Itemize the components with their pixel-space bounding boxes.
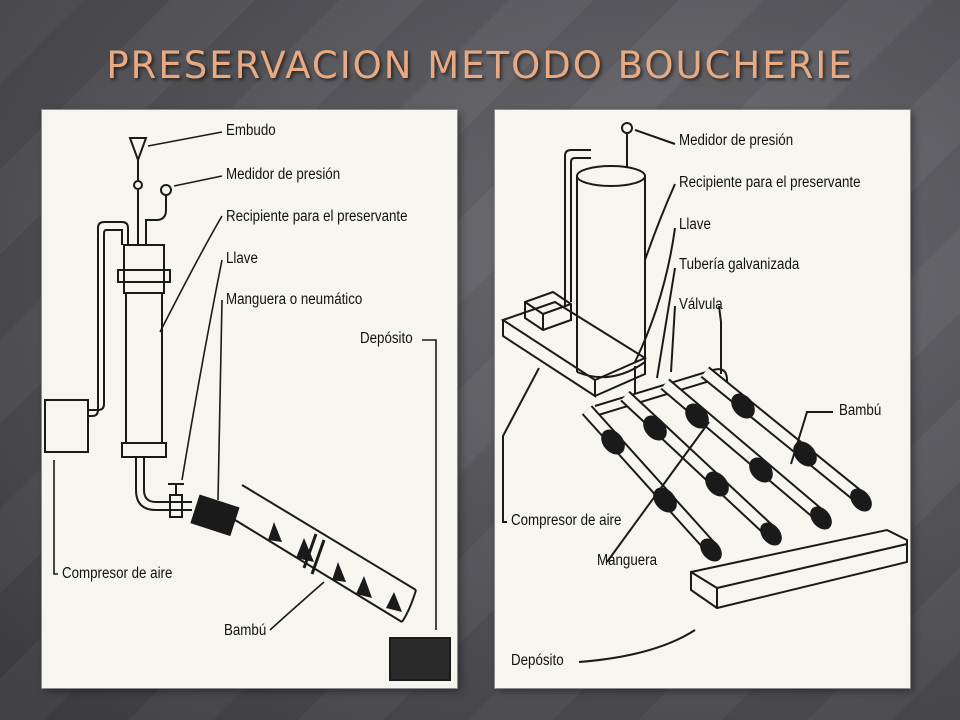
label-valve: Válvula <box>679 296 723 313</box>
air-compressor-shape <box>44 399 89 453</box>
label-hose: Manguera o neumático <box>226 291 363 308</box>
preservative-container-shape <box>125 292 163 444</box>
label-air-compressor: Compresor de aire <box>62 565 173 582</box>
left-diagram-panel: Embudo Medidor de presión Recipiente par… <box>42 110 457 688</box>
funnel-valve-shape <box>133 180 143 190</box>
label-deposit: Depósito <box>360 330 413 347</box>
label-pressure-gauge: Medidor de presión <box>226 166 341 183</box>
hose-shape <box>190 494 240 537</box>
label-valve-key: Llave <box>679 216 711 233</box>
pressure-gauge-shape <box>160 184 172 196</box>
label-funnel: Embudo <box>226 122 276 139</box>
label-air-compressor: Compresor de aire <box>511 512 622 529</box>
label-galvanized-pipe: Tubería galvanizada <box>679 256 800 273</box>
pressure-gauge-shape <box>621 122 633 134</box>
right-diagram-panel: Medidor de presión Recipiente para el pr… <box>495 110 910 688</box>
label-hose: Manguera <box>597 552 658 569</box>
slide-title: PRESERVACION METODO BOUCHERIE <box>106 44 854 87</box>
left-diagram-illustration <box>44 131 451 681</box>
label-bamboo: Bambú <box>224 622 267 639</box>
valve-shape <box>169 494 183 518</box>
label-valve: Llave <box>226 250 258 267</box>
label-preservative-container: Recipiente para el preservante <box>679 174 861 191</box>
label-bamboo: Bambú <box>839 402 882 419</box>
label-deposit: Depósito <box>511 652 564 669</box>
right-diagram-illustration <box>500 122 908 663</box>
container-top-shape <box>576 165 646 187</box>
deposit-tank-shape <box>389 637 451 681</box>
funnel-shape <box>128 137 148 163</box>
label-preservative-container: Recipiente para el preservante <box>226 208 408 225</box>
label-pressure-gauge: Medidor de presión <box>679 132 794 149</box>
